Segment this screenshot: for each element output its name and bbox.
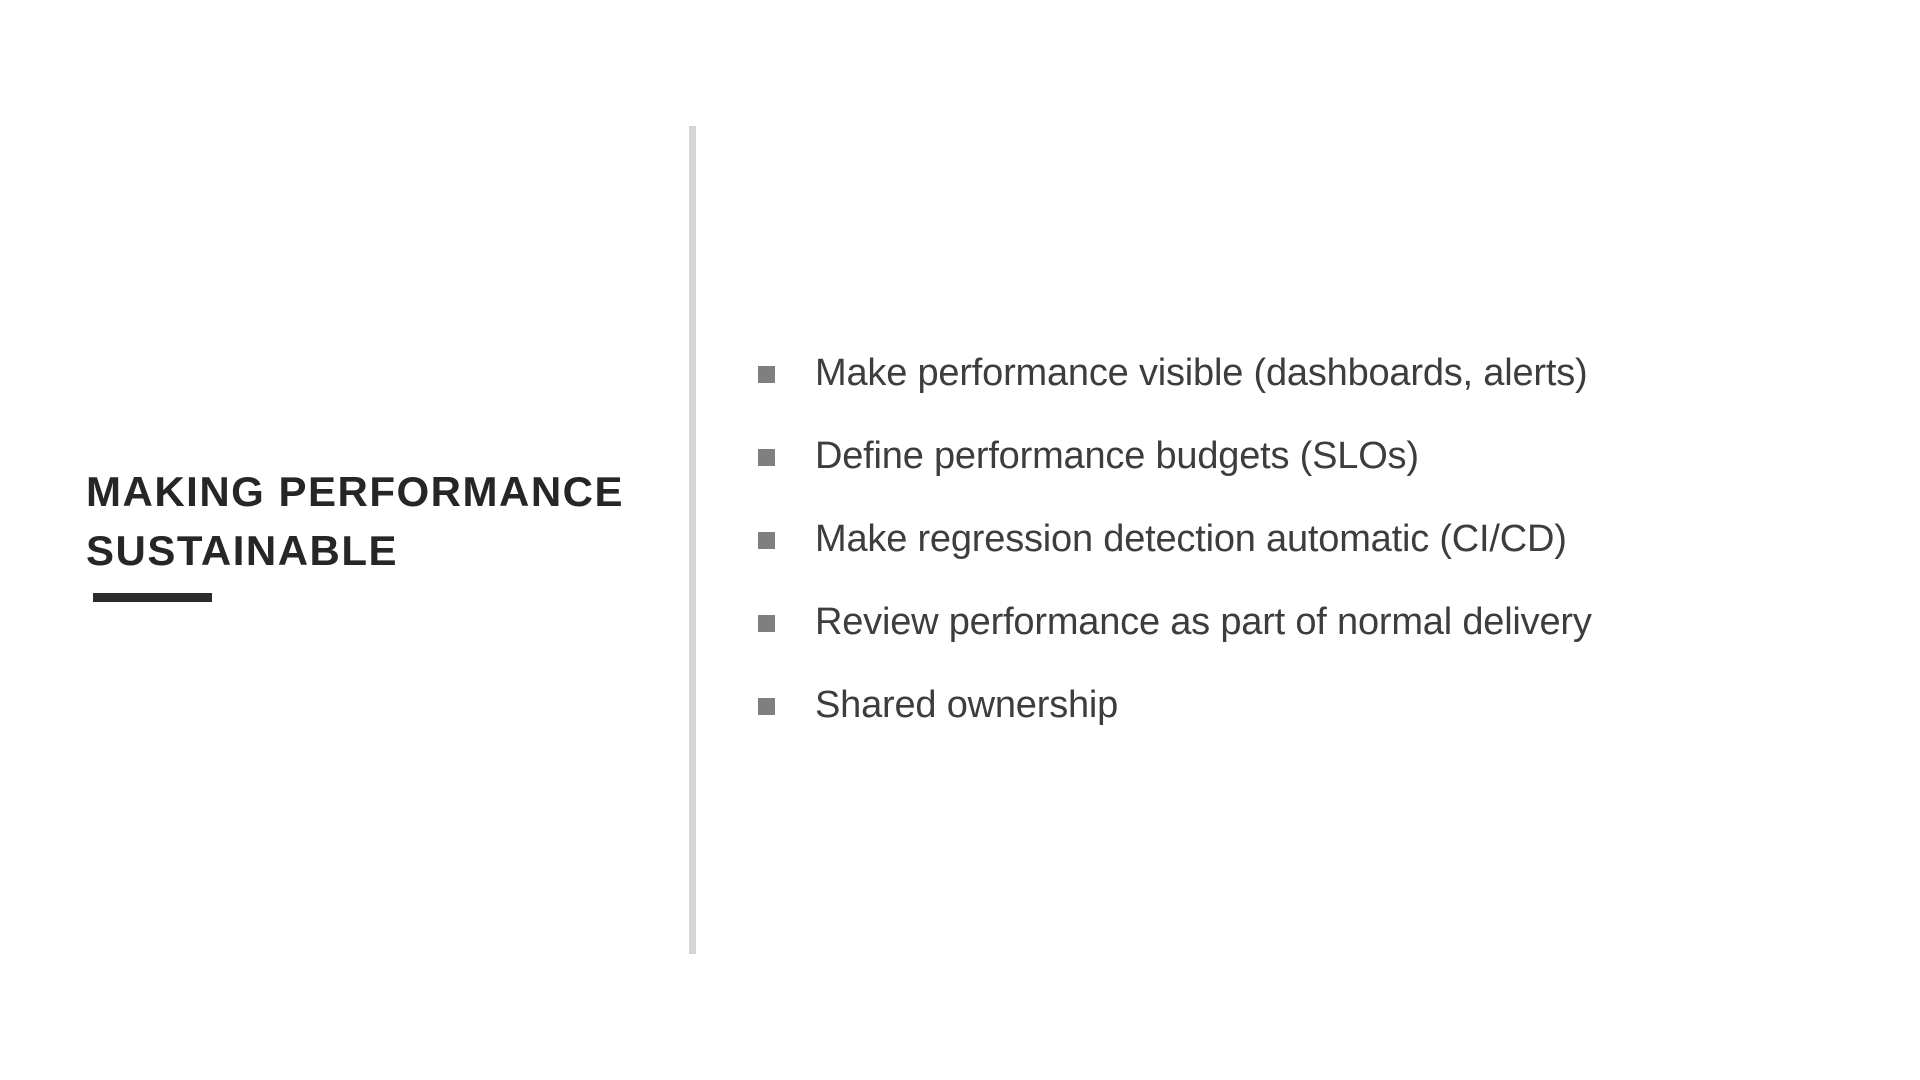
vertical-divider	[689, 126, 696, 954]
bullet-text: Define performance budgets (SLOs)	[815, 435, 1419, 477]
bullet-square-icon	[758, 449, 775, 466]
bullet-text: Review performance as part of normal del…	[815, 601, 1592, 643]
bullet-text: Shared ownership	[815, 684, 1119, 726]
list-item: Define performance budgets (SLOs)	[758, 415, 1592, 498]
bullet-square-icon	[758, 698, 775, 715]
title-underline-bar	[93, 593, 212, 602]
list-item: Make performance visible (dashboards, al…	[758, 332, 1592, 415]
bullet-square-icon	[758, 532, 775, 549]
slide-title-line-1: MAKING PERFORMANCE	[86, 468, 624, 515]
bullet-text: Make regression detection automatic (CI/…	[815, 518, 1567, 560]
bullet-text: Make performance visible (dashboards, al…	[815, 352, 1588, 394]
bullet-list: Make performance visible (dashboards, al…	[758, 332, 1592, 747]
slide-title: MAKING PERFORMANCE SUSTAINABLE	[86, 462, 706, 580]
bullet-square-icon	[758, 366, 775, 383]
list-item: Make regression detection automatic (CI/…	[758, 498, 1592, 581]
title-block: MAKING PERFORMANCE SUSTAINABLE	[86, 462, 706, 602]
list-item: Review performance as part of normal del…	[758, 581, 1592, 664]
bullet-square-icon	[758, 615, 775, 632]
list-item: Shared ownership	[758, 664, 1592, 747]
slide-title-line-2: SUSTAINABLE	[86, 527, 399, 574]
